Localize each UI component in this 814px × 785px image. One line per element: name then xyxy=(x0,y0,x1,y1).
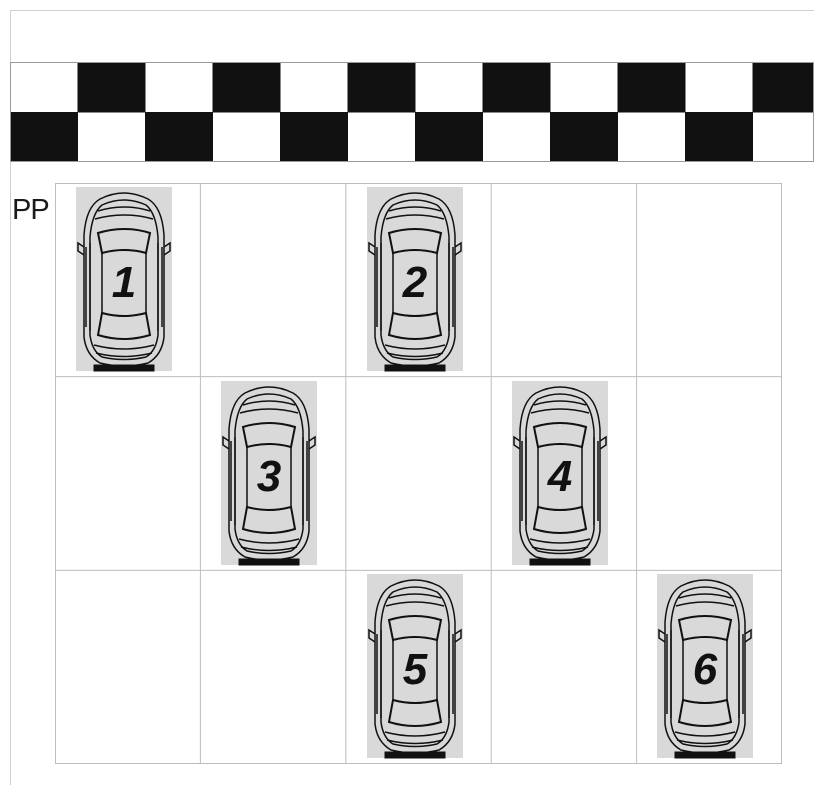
car-number: 5 xyxy=(402,645,427,694)
checker-square-0 xyxy=(78,62,146,113)
car-icon: 2 xyxy=(367,187,463,373)
pp-label: PP xyxy=(12,196,49,225)
checker-square-5 xyxy=(753,62,814,113)
car-icon: 3 xyxy=(221,381,317,567)
car-icon: 1 xyxy=(76,187,172,373)
car-number: 2 xyxy=(401,258,427,307)
checker-square-4 xyxy=(618,62,686,113)
car-bumper xyxy=(675,752,735,758)
car-number: 6 xyxy=(693,645,718,694)
checker-square-7 xyxy=(145,112,213,162)
frame-top-line xyxy=(10,10,814,11)
car-bumper xyxy=(385,752,445,758)
car-bumper xyxy=(239,559,299,565)
car-icon: 5 xyxy=(367,574,463,760)
checker-square-2 xyxy=(348,62,416,113)
checker-square-6 xyxy=(10,112,78,162)
checker-square-11 xyxy=(685,112,753,162)
checker-square-9 xyxy=(415,112,483,162)
car-icon: 4 xyxy=(512,381,608,567)
car-number: 4 xyxy=(547,452,572,501)
parking-grid: 1 2 3 4 5 6 xyxy=(55,183,782,764)
car-bumper xyxy=(530,559,590,565)
checker-square-10 xyxy=(550,112,618,162)
checker-square-8 xyxy=(280,112,348,162)
car-number: 1 xyxy=(111,258,135,307)
car-bumper xyxy=(94,365,154,371)
checkered-flag xyxy=(10,62,814,162)
checker-square-3 xyxy=(483,62,551,113)
car-bumper xyxy=(385,365,445,371)
car-icon: 6 xyxy=(657,574,753,760)
checkered-flag-banner xyxy=(10,62,814,162)
car-number: 3 xyxy=(257,452,281,501)
checker-square-1 xyxy=(213,62,281,113)
